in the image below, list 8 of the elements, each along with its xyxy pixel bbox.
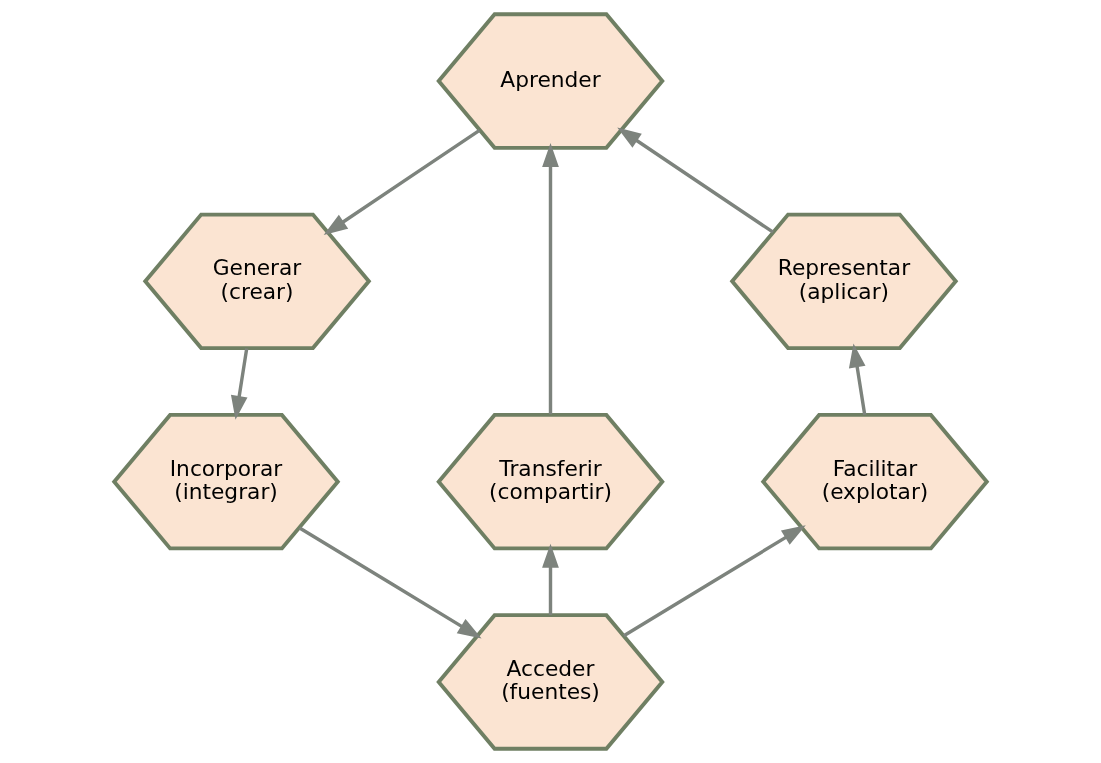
arrow: [542, 143, 559, 415]
arrow: [617, 127, 774, 234]
arrow: [323, 128, 481, 236]
arrow: [298, 526, 482, 639]
arrow: [542, 543, 559, 615]
arrow: [622, 525, 806, 638]
arrow: [848, 343, 867, 415]
arrow: [230, 348, 249, 420]
